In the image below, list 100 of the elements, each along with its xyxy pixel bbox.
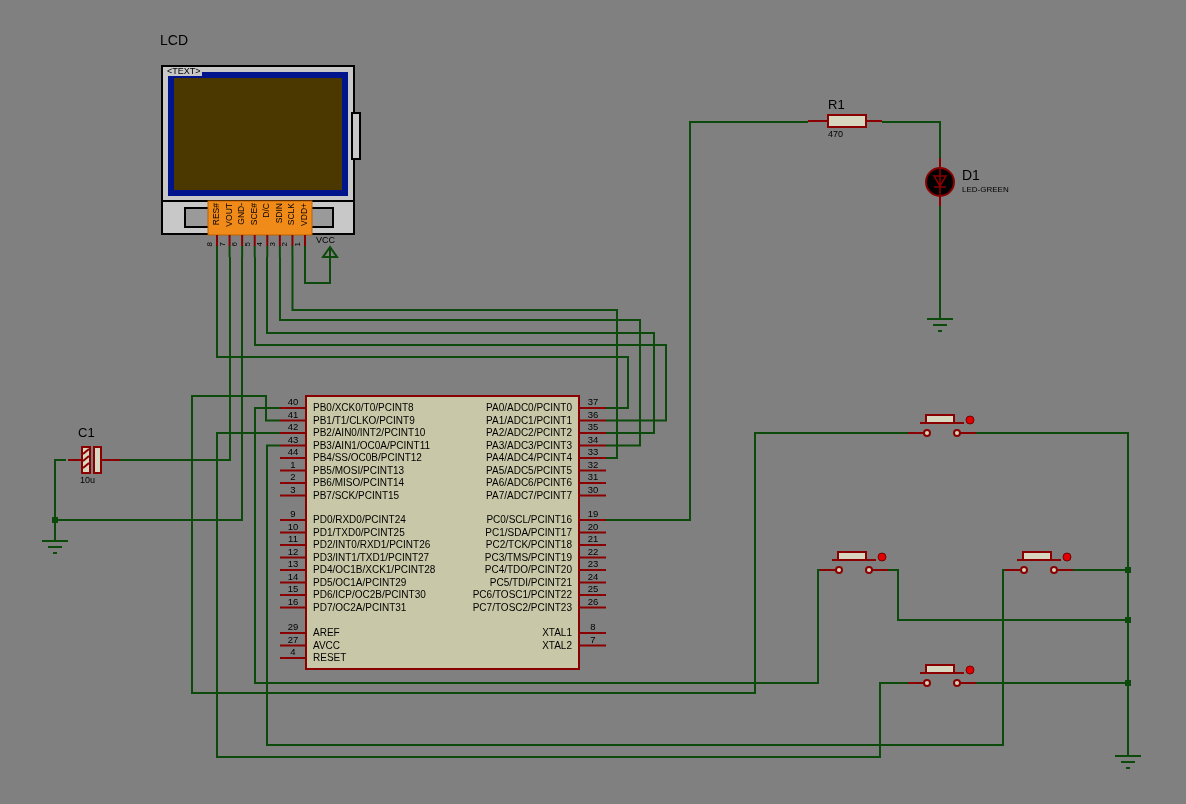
pin-number: 7	[218, 242, 227, 247]
pin-number: 41	[286, 409, 300, 419]
ground-symbol	[927, 318, 953, 332]
pin-name: PC6/TOSC1/PCINT22	[472, 590, 572, 600]
pin-name: PD0/RXD0/PCINT24	[313, 515, 406, 525]
pin-number: 33	[586, 447, 600, 457]
pin-name: PA0/ADC0/PCINT0	[486, 403, 572, 413]
pin-number: 15	[286, 584, 300, 594]
pin-name: PB4/SS/OC0B/PCINT12	[313, 453, 422, 463]
pin-name: PB5/MOSI/PCINT13	[313, 465, 405, 476]
pin-number: 7	[589, 634, 597, 644]
power-label: VCC	[316, 236, 335, 245]
wire	[881, 121, 941, 159]
ground-symbol	[42, 540, 68, 554]
pin-name: PB0/XCK0/T0/PCINT8	[313, 403, 414, 413]
pin-label: SCE#	[249, 203, 259, 226]
pin-name: PD4/OC1B/XCK1/PCINT28	[313, 565, 436, 575]
pin-label: VOUT	[224, 203, 234, 227]
pin-number: 44	[286, 447, 300, 457]
pin-name: PA1/ADC1/PCINT1	[486, 415, 572, 426]
component-label: C1	[78, 426, 95, 439]
push-button-switch	[908, 413, 976, 435]
pin-number: 24	[586, 571, 600, 581]
wire	[939, 205, 941, 319]
pin-number: 34	[586, 434, 600, 444]
wire	[216, 432, 909, 758]
wire	[119, 256, 231, 461]
pin-number: 12	[286, 546, 300, 556]
push-button-switch	[1005, 550, 1073, 572]
pin-name: PD6/ICP/OC2B/PCINT30	[313, 590, 426, 600]
pin-number: 30	[586, 484, 600, 494]
wire	[191, 395, 909, 694]
pin-name: PB2/AIN0/INT2/PCINT10	[313, 428, 426, 438]
pin-name: PA4/ADC4/PCINT4	[486, 453, 572, 463]
pin-number: 2	[289, 472, 297, 482]
component-value: LED-GREEN	[962, 186, 1009, 194]
pin-label: SDIN	[274, 203, 284, 224]
pin-name: PC1/SDA/PCINT17	[485, 527, 572, 538]
component-label: LCD	[160, 33, 188, 47]
pin-number: 13	[286, 559, 300, 569]
pin-name: PB7/SCK/PCINT15	[313, 490, 400, 501]
pin-label: GND-	[237, 203, 246, 225]
pin-number: 31	[586, 472, 600, 482]
pin-label: SCLK	[287, 203, 296, 226]
component-value: 10u	[80, 476, 96, 485]
pin-number: 3	[289, 484, 297, 494]
pin-name: PC7/TOSC2/PCINT23	[472, 602, 572, 613]
pin-number: 1	[289, 459, 297, 469]
pin-number: 27	[286, 634, 300, 644]
pin-name: PC4/TDO/PCINT20	[484, 565, 572, 575]
pin-number: 20	[586, 521, 600, 531]
pin-number: 36	[586, 409, 600, 419]
pin-number: 25	[586, 584, 600, 594]
pin-number: 11	[287, 534, 299, 544]
pin-number: 3	[268, 242, 277, 247]
pin-number: 42	[286, 422, 300, 432]
pin-number: 8	[589, 622, 597, 632]
wire	[304, 256, 331, 284]
pin-name: PB3/AIN1/OC0A/PCINT11	[313, 440, 431, 451]
pin-number: 5	[243, 242, 252, 247]
pin-name: PC0/SCL/PCINT16	[486, 515, 572, 525]
pin-name: PC3/TMS/PCINT19	[484, 552, 572, 563]
pin-name: XTAL2	[542, 640, 572, 651]
pin-number: 26	[586, 596, 600, 606]
pin-name: XTAL1	[542, 628, 572, 638]
pin-number: 29	[286, 622, 300, 632]
wire	[605, 121, 809, 521]
pin-number: 23	[586, 559, 600, 569]
pin-name: PD1/TXD0/PCINT25	[313, 527, 405, 538]
pin-name: PC2/TCK/PCINT18	[485, 540, 572, 550]
pin-name: PA6/ADC6/PCINT6	[486, 478, 572, 488]
pin-number: 2	[281, 242, 290, 247]
component-value: 470	[828, 130, 844, 139]
pin-number: 9	[289, 509, 297, 519]
pin-name: PD5/OC1A/PCINT29	[313, 577, 407, 588]
pin-number: 21	[586, 534, 600, 544]
wire	[54, 459, 67, 541]
pin-name: AREF	[313, 628, 340, 638]
pin-number: 4	[289, 647, 297, 657]
wire	[216, 256, 629, 409]
pin-name: PA2/ADC2/PCINT2	[486, 428, 572, 438]
pin-number: 32	[586, 459, 600, 469]
pin-number: 14	[286, 571, 300, 581]
pin-number: 22	[586, 546, 600, 556]
pin-name: PD7/OC2A/PCINT31	[313, 602, 407, 613]
pin-label: RES#	[212, 203, 221, 226]
pin-name: PA5/ADC5/PCINT5	[486, 465, 572, 476]
ground-symbol	[1115, 755, 1141, 769]
pin-number: 37	[586, 397, 600, 407]
pin-name: PB1/T1/CLKO/PCINT9	[313, 415, 415, 426]
pin-number: 35	[586, 422, 600, 432]
pin-number: 40	[286, 397, 300, 407]
pin-number: 6	[231, 242, 240, 247]
component-label: R1	[828, 98, 845, 111]
wire	[975, 682, 1129, 756]
pin-name: RESET	[313, 653, 347, 663]
push-button-switch	[820, 550, 888, 572]
pin-name: PA3/ADC3/PCINT3	[486, 440, 572, 451]
pin-name: PC5/TDI/PCINT21	[489, 577, 572, 588]
pin-number: 19	[586, 509, 600, 519]
